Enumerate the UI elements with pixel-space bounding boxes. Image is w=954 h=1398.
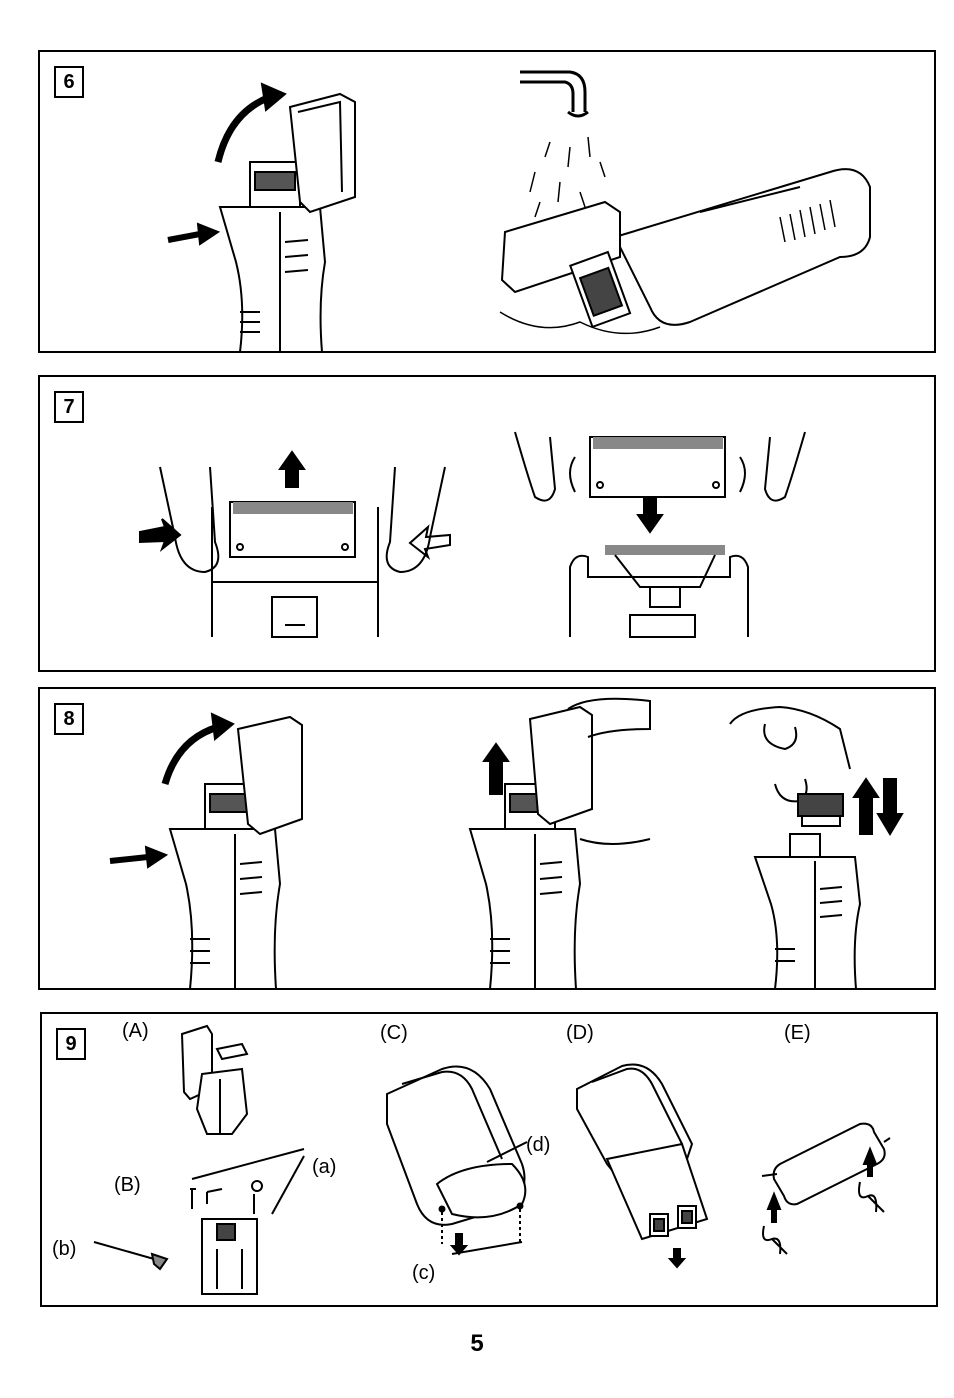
- down-arrow-icon: [638, 497, 662, 532]
- finger-right: [387, 467, 445, 572]
- shaver-body: [755, 857, 860, 989]
- push-arrow-icon: [168, 234, 200, 240]
- shaver-body: [470, 829, 580, 989]
- up-arrow-icon: [280, 452, 304, 487]
- step-9-illustration: [42, 1014, 940, 1309]
- step-7-panel: 7: [38, 375, 936, 672]
- foil: [233, 502, 353, 514]
- step-6-panel: 6: [38, 50, 936, 353]
- hand: [730, 707, 850, 769]
- finger-left: [160, 467, 218, 572]
- curved-arrow-icon: [218, 97, 270, 162]
- cutter: [798, 794, 843, 816]
- step-6-illustration: [40, 52, 938, 355]
- step-8-panel: 8: [38, 687, 936, 990]
- up-arrow-icon: [854, 779, 878, 834]
- shaver-body: [170, 829, 280, 989]
- down-arrow-icon: [878, 779, 902, 834]
- push-arrow-icon: [110, 857, 148, 861]
- step-8-illustration: [40, 689, 938, 992]
- step-7-illustration: [40, 377, 938, 674]
- step-9-panel: 9 (A) (B) (C) (D) (E) (a) (b) (c) (d): [40, 1012, 938, 1307]
- curved-arrow-icon: [165, 727, 218, 784]
- arrow-head-icon: [262, 84, 285, 110]
- shaver-body: [220, 207, 325, 352]
- shaver-lying: [615, 169, 870, 325]
- faucet: [520, 72, 585, 112]
- page-number: 5: [0, 1330, 954, 1358]
